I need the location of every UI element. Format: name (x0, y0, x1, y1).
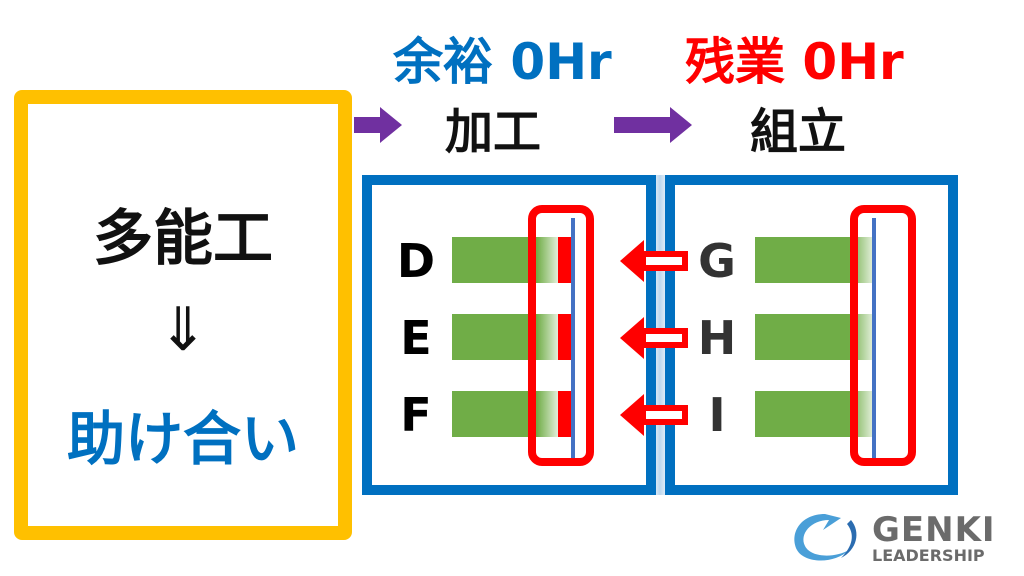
purple-arrow-icon (614, 107, 692, 143)
slack-header: 余裕 0Hr (393, 33, 612, 91)
mutual-help-text: 助け合い (66, 405, 299, 473)
row-label-d: D (396, 234, 436, 288)
added-work-block (558, 237, 572, 283)
logo-subtitle: LEADERSHIP (872, 546, 985, 565)
capacity-line (872, 218, 876, 458)
purple-arrow-icon (354, 107, 402, 143)
highlight-frame (850, 205, 916, 466)
row-label-h: H (697, 311, 737, 365)
transfer-arrow-icon (620, 394, 688, 436)
capacity-line (571, 218, 575, 458)
genki-logo-icon (794, 514, 857, 561)
added-work-block (558, 314, 572, 360)
multi-skill-box (14, 90, 352, 540)
workload-bar (452, 237, 558, 283)
workload-bar (452, 314, 558, 360)
highlight-frame (528, 205, 594, 466)
row-label-i: I (708, 388, 726, 442)
workload-bar (452, 391, 558, 437)
row-label-f: F (400, 388, 432, 442)
row-label-e: E (400, 311, 432, 365)
row-label-g: G (698, 234, 736, 288)
multi-skill-title: 多能工 (93, 204, 273, 274)
overtime-header: 残業 0Hr (685, 33, 904, 91)
down-double-arrow-icon: ⇓ (157, 295, 209, 365)
logo-name: GENKI (872, 510, 996, 550)
transfer-arrow-icon (620, 240, 688, 282)
machining-label: 加工 (445, 104, 542, 160)
added-work-block (558, 391, 572, 437)
transfer-arrow-icon (620, 317, 688, 359)
assembly-label: 組立 (750, 104, 847, 160)
